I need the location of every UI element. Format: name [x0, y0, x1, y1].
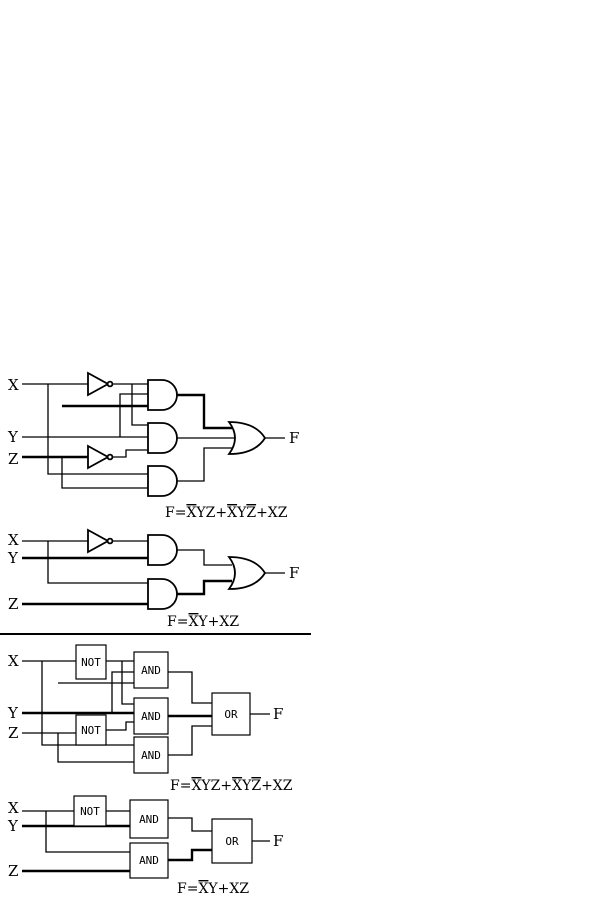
d4-equation: F=XY+XZ: [177, 881, 249, 897]
d3-input-x-label: X: [8, 652, 19, 670]
equation-term: Y+XZ: [207, 881, 249, 897]
d1-input-y-label: Y: [7, 428, 19, 446]
equation-complemented-term: X: [191, 778, 201, 794]
d4-output-f-label: F: [273, 832, 283, 850]
equation-complemented-term: X: [188, 614, 198, 630]
d1-wire-x-to-and3: [47, 384, 148, 475]
d4-and-block-1: [129, 799, 169, 839]
equation-complemented-term: X: [198, 881, 208, 897]
d2-input-x-label: X: [8, 531, 19, 549]
d3-and-block-1: [133, 651, 169, 689]
equation-complemented-term: X: [186, 505, 196, 521]
d3-and-block-2: [133, 697, 169, 735]
diagram-3: X Y Z NOT NOT AND AND AND OR F F=XYZ+XYZ…: [7, 644, 293, 794]
equation-term: +XZ: [261, 778, 293, 794]
d1-not-gate-z: [87, 444, 110, 470]
d4-not-label-x: NOT: [80, 805, 100, 818]
d3-input-y-label: Y: [7, 704, 19, 722]
equation-term: Y: [241, 778, 252, 794]
d3-input-z-label: Z: [8, 724, 18, 742]
d4-wire-and1-out: [168, 817, 212, 832]
d2-not-bubble-x: [106, 537, 114, 545]
equation-term: YZ+: [200, 778, 232, 794]
d3-output-f-label: F: [273, 705, 283, 723]
d2-equation: F=XY+XZ: [167, 614, 239, 630]
d1-not-gate-x: [87, 371, 110, 397]
d4-and-label-1: AND: [139, 813, 159, 826]
diagram-1: X Y Z F F=XYZ+XYZ+XZ: [7, 371, 299, 521]
d1-and-gate-1: [147, 379, 178, 411]
d3-wire-notx-to-and2: [121, 661, 134, 705]
d1-not-bubble-x: [106, 380, 114, 388]
equation-complemented-term: Z: [251, 778, 261, 794]
equation-complemented-term: X: [227, 505, 237, 521]
equation-term: Y: [236, 505, 247, 521]
d2-wire-and2-out: [177, 579, 232, 596]
d3-and-label-3: AND: [141, 749, 161, 762]
equation-complemented-term: X: [232, 778, 242, 794]
d3-not-label-x: NOT: [81, 656, 101, 669]
d3-not-block-x: [75, 644, 107, 680]
diagram-2: X Y Z F F=XY+XZ: [7, 528, 299, 630]
d4-wire-x-to-and2: [45, 811, 130, 853]
d3-wire-z-to-and3: [57, 733, 134, 763]
d3-and-label-1: AND: [141, 664, 161, 677]
d3-equation: F=XYZ+XYZ+XZ: [170, 778, 293, 794]
d3-or-label: OR: [224, 708, 238, 721]
d2-input-y-label: Y: [7, 549, 19, 567]
d4-wire-and2-out: [168, 848, 212, 862]
diagram-4: X Y Z NOT AND AND OR F F=XY+XZ: [7, 795, 283, 897]
d2-input-z-label: Z: [8, 595, 18, 613]
equation-prefix: F=: [167, 614, 188, 630]
equation-term: Y+XZ: [197, 614, 239, 630]
equation-prefix: F=: [165, 505, 186, 521]
d3-wire-and1-out: [168, 671, 212, 704]
d4-and-label-2: AND: [139, 854, 159, 867]
d2-wire-and1-out: [177, 549, 232, 566]
d1-and-gate-2: [147, 422, 178, 454]
d1-input-z-label: Z: [8, 450, 18, 468]
equation-complemented-term: Z: [246, 505, 256, 521]
d1-wire-notz: [113, 449, 148, 458]
d1-wire-y-to-and1: [119, 393, 148, 437]
d2-or-gate: [227, 556, 267, 590]
d1-wire-and3-out: [177, 447, 232, 482]
d3-not-block-z: [75, 714, 107, 746]
d3-wire-y-to-and1: [111, 671, 134, 713]
d4-input-y-label: Y: [7, 817, 19, 835]
d1-not-bubble-z: [106, 453, 114, 461]
d1-output-f-label: F: [289, 429, 299, 447]
d3-and-label-2: AND: [141, 710, 161, 723]
equation-term: +XZ: [256, 505, 288, 521]
d3-wire-notz: [106, 721, 134, 731]
d4-or-label: OR: [225, 835, 239, 848]
d1-or-gate: [227, 421, 267, 455]
d1-wire-and1-out: [177, 393, 232, 430]
d2-and-gate-2: [147, 578, 178, 610]
d3-wire-and3-out: [168, 725, 212, 756]
d4-or-block: [211, 818, 253, 864]
d1-wire-notx-to-and2: [131, 384, 148, 426]
d3-and-block-3: [133, 736, 169, 774]
d2-output-f-label: F: [289, 564, 299, 582]
d4-not-block-x: [73, 795, 107, 827]
d1-and-gate-3: [147, 465, 178, 497]
d4-input-x-label: X: [8, 799, 19, 817]
d2-and-gate-1: [147, 534, 178, 566]
d2-not-gate-x: [87, 528, 110, 554]
d4-input-z-label: Z: [8, 862, 18, 880]
d1-equation: F=XYZ+XYZ+XZ: [165, 505, 288, 521]
equation-prefix: F=: [177, 881, 198, 897]
d1-wire-z-to-and3: [61, 457, 148, 489]
equation-term: YZ+: [195, 505, 227, 521]
d2-wire-x-to-and2: [47, 541, 148, 584]
equation-prefix: F=: [170, 778, 191, 794]
d1-input-x-label: X: [8, 376, 19, 394]
d3-not-label-z: NOT: [81, 724, 101, 737]
